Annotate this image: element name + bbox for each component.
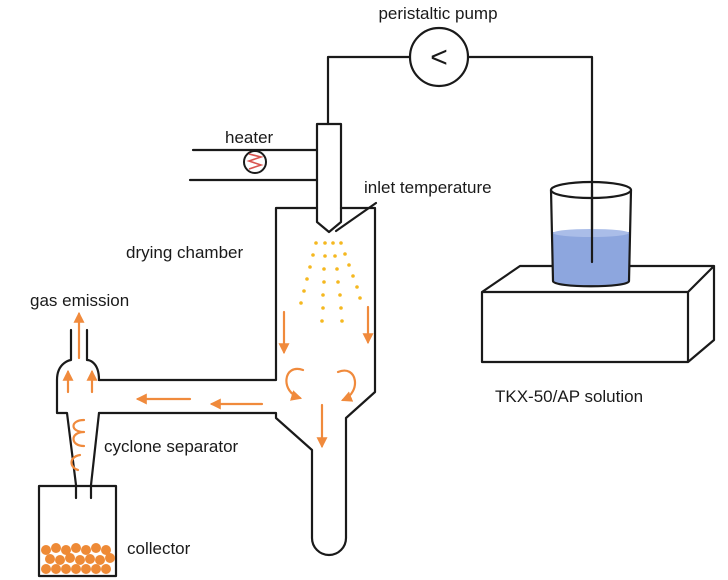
chamber-body-outline — [97, 206, 377, 557]
chamber-left-wall — [97, 206, 319, 382]
solution-label: TKX-50/AP solution — [495, 387, 643, 406]
atomizer-nozzle — [315, 122, 343, 234]
beaker-wall — [549, 188, 633, 288]
drying-chamber-label: drying chamber — [126, 243, 244, 262]
pump-symbol: < — [430, 41, 448, 74]
stir-plate — [480, 264, 716, 364]
feed-tube-to-nozzle — [326, 55, 412, 126]
inlet-temperature-label: inlet temperature — [364, 178, 492, 197]
heater-label: heater — [225, 128, 274, 147]
cyclone-outlet — [74, 483, 93, 500]
swirl-arrow-right — [336, 369, 357, 402]
swirl-arrow-left — [285, 367, 305, 401]
cyclone-right-outline — [89, 411, 101, 487]
heater-coil — [246, 153, 264, 170]
gas-emission-label: gas emission — [30, 291, 129, 310]
cyclone-spiral-arrow-2 — [70, 453, 82, 472]
cyclone-spiral-arrow — [72, 418, 86, 448]
collected-particles — [41, 543, 115, 574]
heater-icon — [243, 150, 267, 174]
spray-droplets — [299, 241, 362, 323]
cyclone-label: cyclone separator — [104, 437, 239, 456]
pump-label: peristaltic pump — [378, 4, 497, 23]
collector-label: collector — [127, 539, 191, 558]
cyclone-left-outline — [55, 328, 101, 487]
collector-box — [37, 484, 118, 578]
